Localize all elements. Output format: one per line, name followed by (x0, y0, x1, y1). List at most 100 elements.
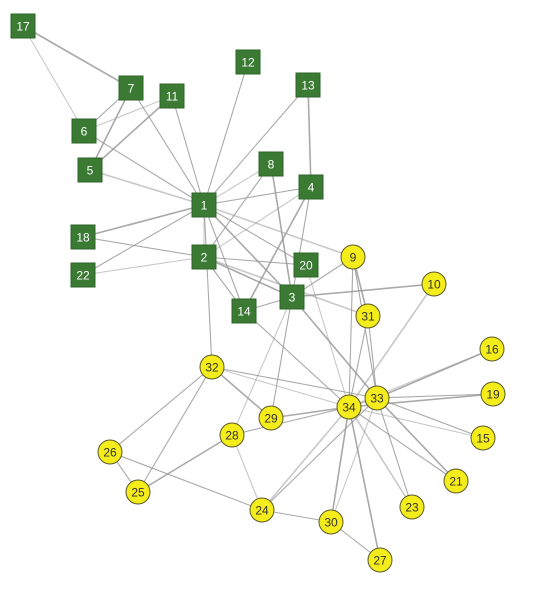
node-circle-32 (199, 354, 225, 380)
node-25[interactable]: 25 (125, 479, 151, 505)
edge-21-33 (376, 397, 457, 482)
node-26[interactable]: 26 (97, 439, 123, 465)
edge-1-20 (203, 204, 307, 266)
node-11[interactable]: 11 (159, 83, 185, 109)
node-label-11: 11 (166, 90, 179, 104)
node-circle-15 (470, 425, 496, 451)
node-label-4: 4 (308, 181, 315, 195)
node-square-11 (159, 83, 185, 109)
node-square-2 (191, 244, 217, 270)
node-square-20 (293, 252, 319, 278)
node-label-27: 27 (373, 554, 387, 568)
node-label-2: 2 (201, 251, 208, 265)
node-square-6 (71, 118, 97, 144)
node-27[interactable]: 27 (367, 547, 393, 573)
node-label-20: 20 (299, 259, 313, 273)
node-21[interactable]: 21 (443, 468, 469, 494)
edge-15-33 (376, 397, 484, 439)
node-label-12: 12 (241, 56, 255, 70)
edge-13-1 (203, 84, 309, 206)
node-23[interactable]: 23 (399, 494, 425, 520)
edge-32-34 (211, 366, 350, 408)
edge-1-22 (82, 204, 205, 276)
node-circle-9 (340, 244, 366, 270)
node-circle-10 (421, 271, 447, 297)
node-13[interactable]: 13 (295, 72, 321, 98)
node-16[interactable]: 16 (479, 336, 505, 362)
edge-1-9 (203, 204, 354, 258)
edge-6-1 (83, 130, 205, 206)
node-33[interactable]: 33 (364, 385, 390, 411)
node-5[interactable]: 5 (77, 157, 103, 183)
node-label-34: 34 (342, 401, 356, 415)
node-14[interactable]: 14 (231, 298, 257, 324)
node-3[interactable]: 3 (279, 284, 305, 310)
node-18[interactable]: 18 (70, 224, 96, 250)
node-28[interactable]: 28 (219, 422, 245, 448)
edge-17-7 (22, 25, 132, 89)
node-34[interactable]: 34 (336, 394, 362, 420)
edge-9-34 (348, 256, 354, 408)
edge-20-34 (305, 264, 350, 408)
edge-7-5 (89, 87, 132, 171)
node-12[interactable]: 12 (235, 49, 261, 75)
node-label-16: 16 (485, 343, 499, 357)
node-square-7 (118, 75, 144, 101)
edge-4-2 (203, 186, 312, 258)
node-32[interactable]: 32 (199, 354, 225, 380)
node-square-17 (10, 13, 36, 39)
node-label-22: 22 (76, 269, 90, 283)
edge-11-6 (83, 95, 173, 132)
node-label-21: 21 (449, 475, 463, 489)
node-label-10: 10 (427, 278, 441, 292)
edge-29-34 (270, 406, 350, 419)
node-30[interactable]: 30 (318, 509, 344, 535)
edge-8-3 (270, 163, 293, 298)
node-4[interactable]: 4 (298, 174, 324, 200)
edge-12-1 (203, 61, 249, 206)
node-15[interactable]: 15 (470, 425, 496, 451)
node-square-18 (70, 224, 96, 250)
edge-13-4 (307, 84, 312, 188)
edge-1-3 (203, 204, 293, 298)
node-circle-21 (443, 468, 469, 494)
edge-31-34 (348, 315, 369, 408)
node-24[interactable]: 24 (249, 497, 275, 523)
node-square-8 (258, 151, 284, 177)
node-31[interactable]: 31 (355, 303, 381, 329)
node-square-5 (77, 157, 103, 183)
node-square-1 (191, 192, 217, 218)
node-square-13 (295, 72, 321, 98)
node-17[interactable]: 17 (10, 13, 36, 39)
node-9[interactable]: 9 (340, 244, 366, 270)
node-2[interactable]: 2 (191, 244, 217, 270)
edge-1-14 (203, 204, 245, 312)
node-square-22 (70, 262, 96, 288)
node-circle-28 (219, 422, 245, 448)
node-20[interactable]: 20 (293, 252, 319, 278)
edge-27-34 (348, 406, 381, 561)
edge-17-6 (22, 25, 85, 132)
edge-30-33 (330, 397, 378, 523)
edge-3-10 (291, 283, 435, 298)
edge-15-34 (348, 406, 484, 439)
edge-28-34 (231, 406, 350, 436)
node-7[interactable]: 7 (118, 75, 144, 101)
node-22[interactable]: 22 (70, 262, 96, 288)
node-1[interactable]: 1 (191, 192, 217, 218)
edge-18-2 (82, 236, 205, 258)
node-6[interactable]: 6 (71, 118, 97, 144)
node-label-13: 13 (301, 79, 315, 93)
node-circle-19 (480, 381, 506, 407)
node-label-3: 3 (289, 291, 296, 305)
node-19[interactable]: 19 (480, 381, 506, 407)
node-circle-24 (249, 497, 275, 523)
edge-1-4 (203, 186, 312, 206)
node-circle-29 (258, 405, 284, 431)
edge-4-3 (291, 186, 312, 298)
node-label-18: 18 (76, 231, 90, 245)
node-29[interactable]: 29 (258, 405, 284, 431)
edge-11-1 (171, 95, 205, 206)
node-8[interactable]: 8 (258, 151, 284, 177)
node-10[interactable]: 10 (421, 271, 447, 297)
